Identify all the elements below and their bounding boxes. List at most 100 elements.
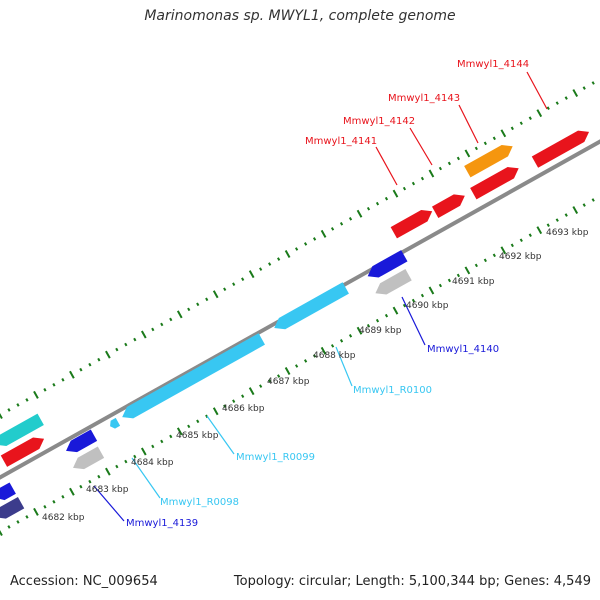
tick-mark (366, 206, 371, 211)
tick-mark (248, 387, 255, 396)
label-leaders (93, 71, 548, 522)
tick-mark (79, 484, 83, 489)
tick-mark (212, 290, 219, 299)
gene-label: Mmwyl1_4139 (126, 518, 198, 529)
tick-mark (375, 201, 380, 206)
tick-mark (140, 330, 147, 339)
tick-mark (572, 206, 579, 215)
tick-mark (151, 444, 155, 449)
gene-label: Mmwyl1_R0099 (236, 452, 315, 463)
gene-arrow-mmwyl1-4144 (531, 130, 590, 168)
tick-mark (510, 243, 514, 248)
gene-arrow-blue-left (0, 482, 16, 501)
tick-mark (223, 287, 227, 292)
tick-mark (33, 507, 39, 516)
scale-label: 4685 kbp (176, 431, 219, 441)
tick-mark (528, 116, 532, 121)
tick-mark (474, 146, 478, 151)
tick-mark (519, 238, 523, 243)
tick-mark (0, 529, 3, 536)
scale-label: 4692 kbp (499, 252, 542, 262)
gene-arrow-teal (0, 413, 44, 446)
tick-mark (115, 347, 119, 352)
tick-mark (176, 427, 183, 436)
tick-mark (7, 408, 11, 412)
tick-mark (591, 198, 595, 202)
leader-line (375, 146, 398, 186)
tick-mark (232, 282, 236, 287)
tick-mark (176, 310, 183, 319)
tick-mark (348, 217, 353, 221)
summary-text: Topology: circular; Length: 5,100,344 bp… (233, 574, 591, 589)
tick-mark (52, 383, 56, 387)
tick-mark (268, 379, 272, 383)
gene-label: Mmwyl1_4144 (457, 59, 529, 70)
tick-mark (268, 262, 272, 266)
tick-mark (69, 370, 75, 379)
tick-mark (25, 515, 29, 519)
tick-mark (438, 283, 443, 288)
tick-mark (160, 439, 164, 444)
tick-mark (277, 257, 281, 261)
scale-label: 4689 kbp (359, 326, 402, 336)
tick-mark (187, 424, 191, 429)
tick-mark (402, 303, 407, 308)
tick-mark (277, 374, 281, 378)
rna-arrow-mmwyl1-r0100 (274, 282, 349, 330)
tick-mark (88, 479, 92, 484)
tick-mark (124, 459, 128, 464)
leader-line (526, 71, 548, 110)
tick-mark (330, 344, 335, 348)
leader-line (401, 296, 426, 346)
tick-mark (339, 222, 344, 226)
tick-mark (402, 186, 407, 191)
tick-mark (447, 278, 452, 283)
tick-mark (0, 412, 3, 419)
tick-mark (492, 253, 496, 258)
map-title: Marinomonas sp. MWYL1, complete genome (144, 8, 456, 24)
tick-mark (447, 161, 452, 166)
tick-mark (43, 505, 47, 509)
tick-mark (79, 367, 83, 372)
tick-mark (420, 176, 425, 181)
tick-mark (61, 494, 65, 499)
scale-label: 4684 kbp (131, 458, 174, 468)
tick-mark (115, 464, 119, 469)
tick-mark (248, 270, 255, 279)
leader-line (458, 104, 479, 144)
gene-arrow-mmwyl1-4141 (390, 209, 433, 239)
gene-label: Mmwyl1_R0098 (160, 497, 239, 508)
gene-arrow-mmwyl1-4140b (375, 269, 412, 295)
tick-mark (356, 326, 363, 335)
tick-mark (591, 81, 595, 85)
accession-text: Accession: NC_009654 (10, 574, 158, 589)
tick-mark (284, 250, 291, 259)
tick-mark (259, 267, 263, 271)
tick-mark (43, 388, 47, 392)
tick-mark (320, 346, 327, 355)
tick-mark (124, 342, 128, 347)
tick-mark (536, 226, 543, 235)
tick-mark (375, 318, 380, 323)
tick-mark (464, 149, 471, 158)
tick-mark (500, 129, 507, 138)
tick-mark (259, 384, 263, 388)
tick-mark (69, 487, 75, 496)
tick-mark (151, 327, 155, 332)
tick-mark (295, 247, 299, 251)
tick-mark (7, 525, 11, 529)
tick-mark (438, 166, 443, 171)
scale-label: 4686 kbp (222, 404, 265, 414)
tick-mark (330, 227, 335, 231)
tick-mark (160, 322, 164, 327)
tick-mark (133, 454, 137, 459)
gene-arrow-mmwyl1-4143 (464, 145, 513, 178)
tick-mark (16, 520, 20, 524)
tick-mark (546, 106, 550, 110)
gene-label: Mmwyl1_4140 (427, 344, 499, 355)
tick-mark (97, 357, 101, 362)
tick-mark (555, 101, 559, 105)
tick-mark (384, 313, 389, 318)
tick-mark (456, 156, 460, 161)
